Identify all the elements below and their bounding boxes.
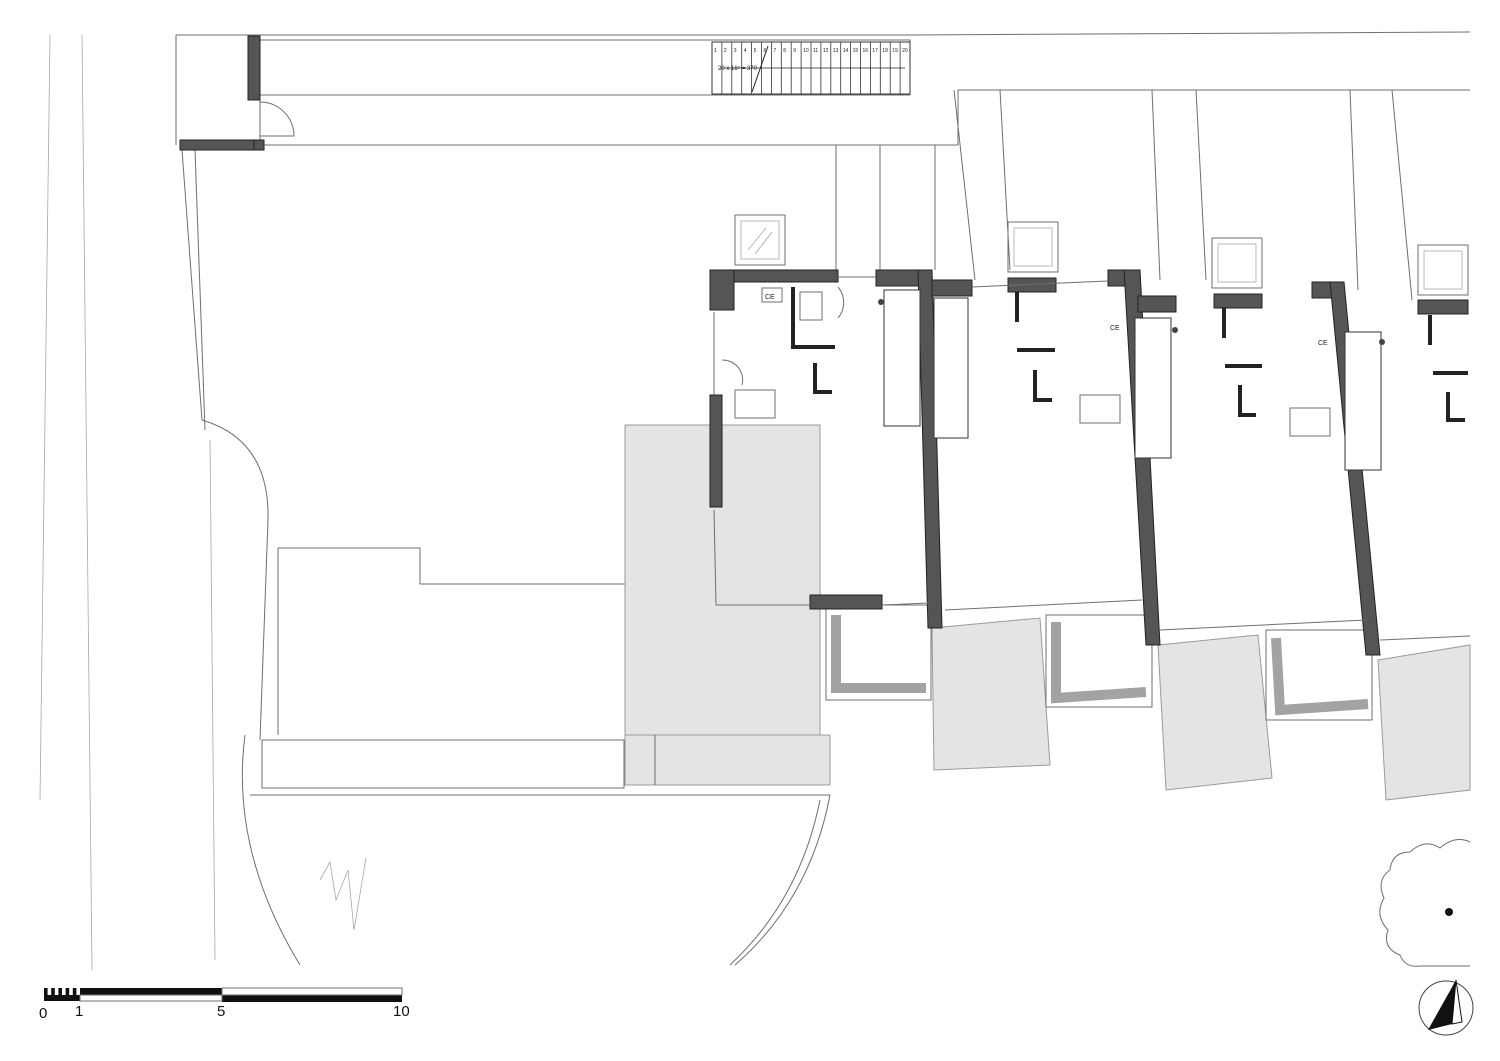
scale-segment [72,988,77,995]
scale-label-1: 1 [75,1003,83,1020]
stair-note: 20 x 16⁵ = 370 [718,65,758,72]
stair-step-number: 4 [744,48,747,54]
stair-step-number: 8 [783,48,786,54]
scale-label-0: 0 [39,1005,47,1022]
stair-step-number: 2 [724,48,727,54]
scale-label-10: 10 [393,1003,410,1020]
stair-step-number: 5 [754,48,757,54]
stair-step-number: 10 [803,48,809,54]
garage-strip [179,35,958,151]
stair-step-number: 15 [853,48,859,54]
stair-step-number: 11 [813,48,818,54]
stair-step-number: 14 [843,48,849,54]
stair-step-number: 19 [892,48,898,54]
house-unit-1: CE [709,269,969,629]
room-label-ce-1: CE [765,294,775,301]
house-unit-3: CE [1137,281,1385,656]
hatch-marks [319,857,367,931]
stair-step-number: 13 [833,48,839,54]
stair-step-number: 12 [823,48,829,54]
skylights [734,214,1469,296]
stair-step-number: 9 [793,48,796,54]
terrace-outline [250,547,831,966]
room-label-ce-2: CE [1110,325,1120,332]
stair-step-number: 20 [902,48,908,54]
stair-step-number: 16 [863,48,869,54]
rear-gardens [835,89,1470,301]
scale-label-5: 5 [217,1003,225,1020]
scale-segment [58,988,62,995]
stair-step-number: 1 [714,48,717,54]
house-unit-4 [1379,299,1471,641]
stair-step-number: 3 [734,48,737,54]
scale-segment [51,988,55,995]
decks [624,424,1471,801]
planters [825,604,1373,721]
stair-step-number: 6 [764,48,767,54]
scale-bar: 0 1 5 10 [39,987,410,1022]
stair-step-number: 7 [773,48,776,54]
north-arrow-icon [1418,979,1474,1036]
house-unit-2: CE [931,269,1178,646]
room-label-ce-3: CE [1318,340,1328,347]
scale-segment [65,988,70,995]
tree-icon [1379,839,1471,967]
stair-step-number: 18 [882,48,888,54]
site-boundary [39,31,1471,971]
scale-segment [44,988,48,995]
stair-step-number: 17 [872,48,878,54]
